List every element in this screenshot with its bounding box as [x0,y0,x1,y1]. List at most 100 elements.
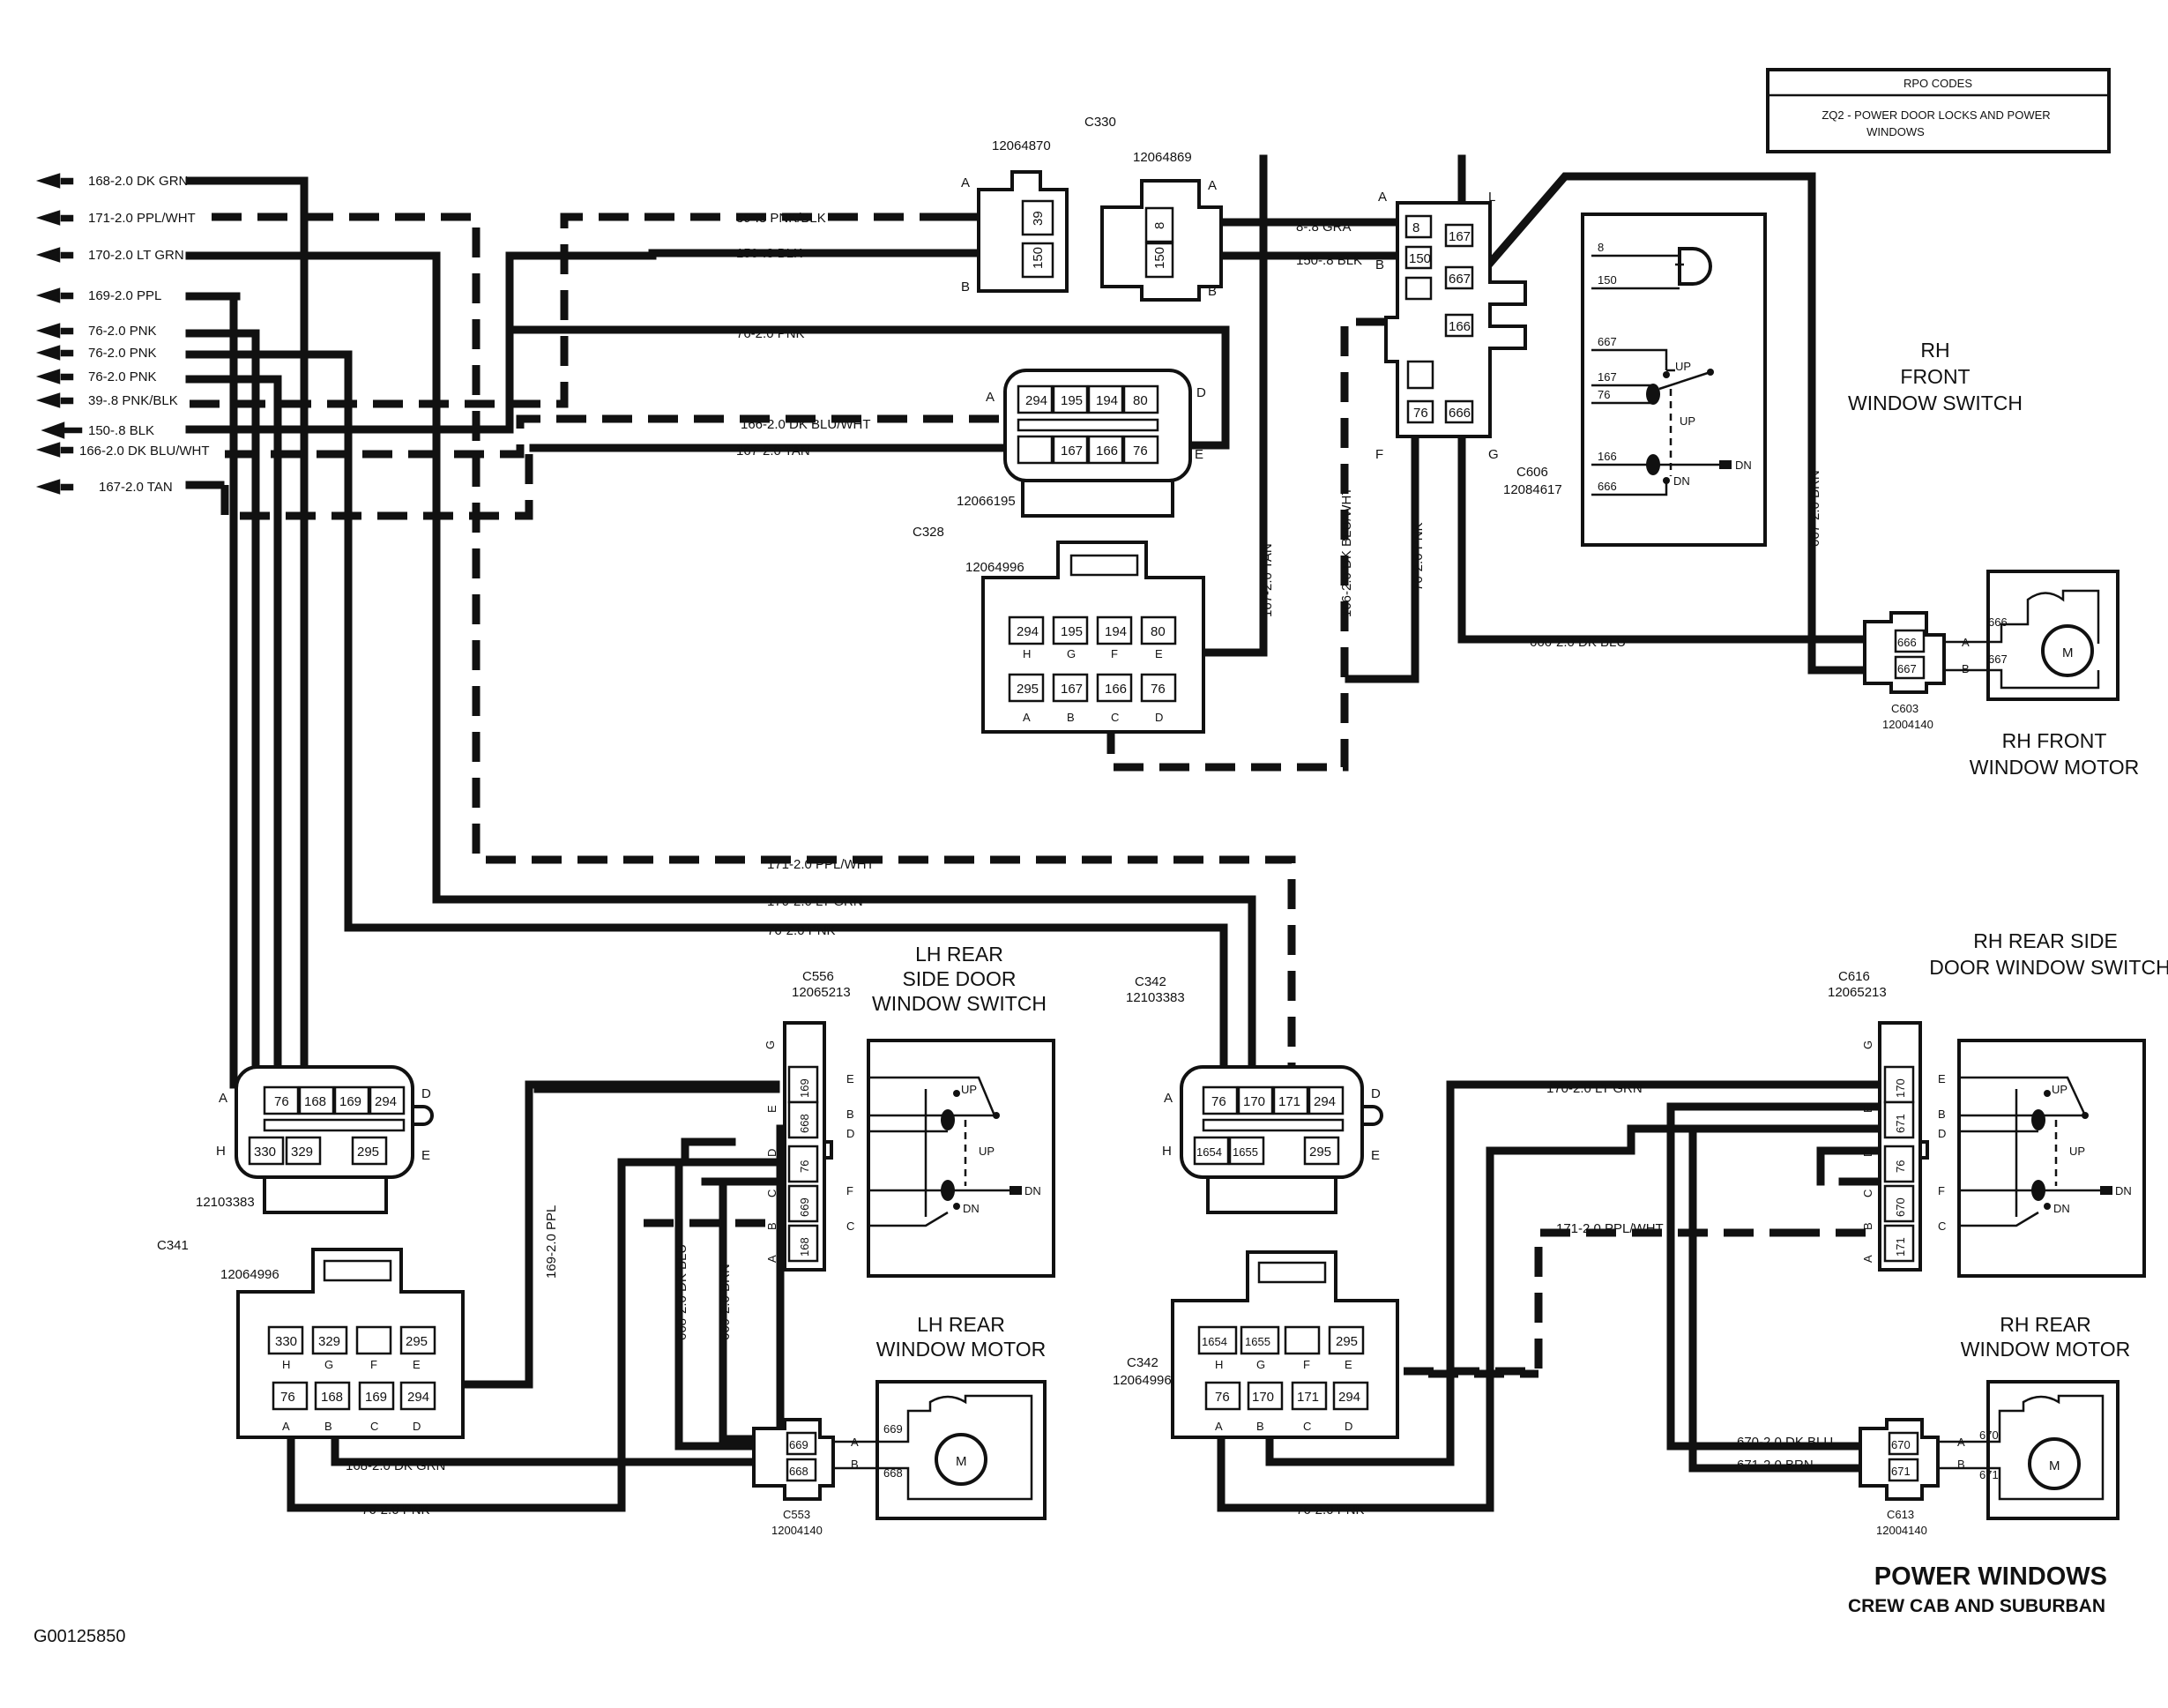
wire-label: 666-2.0 DK BLU [1530,635,1626,650]
svg-text:A: A [1164,1091,1173,1106]
svg-text:DN: DN [963,1202,980,1215]
svg-text:B: B [1375,257,1384,272]
left-wire-label: 171-2.0 PPL/WHT [88,211,196,226]
wire-label: 166-2.0 DK BLU/WHT [1339,487,1354,617]
svg-text:L: L [1488,190,1495,205]
svg-text:RH REAR SIDE: RH REAR SIDE [1973,929,2118,952]
svg-text:H: H [282,1358,290,1371]
svg-text:D: D [1155,711,1163,724]
svg-text:168: 168 [304,1094,326,1109]
svg-text:D: D [1196,385,1206,400]
svg-text:C: C [765,1190,779,1197]
connector-c342-lower: C342 12064996 1654 1655 295 76 170 171 2… [1113,1250,1399,1439]
svg-text:171: 171 [1278,1094,1300,1109]
svg-text:670: 670 [1979,1428,1999,1442]
svg-text:WINDOW SWITCH: WINDOW SWITCH [872,992,1047,1015]
svg-text:1654: 1654 [1196,1145,1222,1159]
svg-text:167: 167 [1061,444,1083,459]
svg-text:UP: UP [1680,414,1695,428]
svg-text:UP: UP [961,1083,977,1096]
svg-text:295: 295 [1309,1145,1331,1160]
svg-text:76: 76 [1211,1094,1226,1109]
wire-label: 150-.8 BLK [1296,253,1362,268]
rpo-code-cont: WINDOWS [1866,125,1925,138]
svg-text:667: 667 [1598,335,1617,348]
svg-text:F: F [370,1358,377,1371]
svg-text:295: 295 [1017,682,1039,697]
svg-text:A: A [1215,1420,1223,1433]
svg-text:166: 166 [1096,444,1118,459]
svg-text:B: B [1208,284,1217,299]
svg-text:B: B [1957,1458,1965,1471]
connector-name: C553 [783,1508,810,1521]
svg-text:329: 329 [318,1334,340,1349]
svg-text:M: M [956,1454,967,1469]
svg-text:D: D [421,1086,431,1101]
svg-text:C: C [846,1219,854,1233]
left-wire-label: 169-2.0 PPL [88,288,161,303]
svg-text:330: 330 [275,1334,297,1349]
svg-text:169: 169 [339,1094,361,1109]
left-arrow-icons [35,173,83,495]
connector-name: C341 [157,1238,189,1253]
connector-c328-upper: 294 195 194 80 167 166 76 A D E 12066195… [913,369,1206,540]
part-number: 12064996 [220,1267,279,1282]
svg-text:B: B [1256,1420,1264,1433]
svg-text:669: 669 [798,1197,811,1217]
svg-text:H: H [216,1144,226,1159]
svg-text:666: 666 [1598,480,1617,493]
svg-text:DOOR WINDOW SWITCH: DOOR WINDOW SWITCH [1929,956,2168,979]
connector-c553: 669 668 A B C553 12004140 [752,1418,859,1537]
svg-text:H: H [1215,1358,1223,1371]
svg-text:667: 667 [1988,653,2008,666]
svg-text:DN: DN [1024,1184,1041,1197]
svg-text:168: 168 [798,1237,811,1257]
left-wire-label: 76-2.0 PNK [88,346,157,361]
part-number: 12064869 [1133,150,1192,165]
svg-text:C: C [1938,1219,1946,1233]
svg-text:RH: RH [1920,339,1949,362]
svg-text:194: 194 [1096,393,1118,408]
svg-text:669: 669 [789,1438,808,1451]
svg-text:B: B [1861,1222,1874,1230]
svg-text:E: E [1155,647,1163,660]
svg-text:E: E [1861,1105,1874,1113]
svg-text:H: H [1162,1144,1172,1159]
svg-text:RH REAR: RH REAR [2000,1313,2091,1336]
svg-text:FRONT: FRONT [1900,365,1970,388]
svg-text:A: A [1023,711,1031,724]
svg-text:B: B [1938,1108,1946,1121]
svg-text:670: 670 [1891,1438,1911,1451]
svg-text:D: D [846,1127,854,1140]
svg-text:169: 169 [798,1078,811,1098]
wire-label: 168-2.0 DK GRN [346,1458,445,1473]
connector-c341-upper: 76 168 169 294 330 329 295 A H D E 12103… [157,1065,434,1253]
connector-name: C342 [1135,974,1166,989]
svg-text:DN: DN [2115,1184,2132,1197]
svg-text:D: D [765,1149,779,1157]
svg-text:80: 80 [1151,624,1166,639]
part-number: 12065213 [792,985,851,1000]
svg-text:E: E [765,1105,779,1113]
svg-text:167: 167 [1598,370,1617,384]
rh-rear-switch-schematic: UP UP DN DN [1957,1039,2146,1278]
svg-text:A: A [282,1420,290,1433]
svg-text:E: E [1345,1358,1352,1371]
svg-text:294: 294 [1338,1390,1360,1405]
svg-text:330: 330 [254,1145,276,1160]
svg-text:D: D [1345,1420,1352,1433]
svg-text:39: 39 [1031,211,1046,226]
svg-text:1655: 1655 [1233,1145,1258,1159]
wire-label: 150-.8 BLK [736,246,802,261]
svg-text:195: 195 [1061,393,1083,408]
svg-text:669: 669 [883,1422,903,1436]
svg-text:150: 150 [1409,251,1431,266]
svg-text:DN: DN [1673,474,1690,488]
left-wire-label: 168-2.0 DK GRN [88,174,188,189]
svg-text:DN: DN [1735,459,1752,472]
svg-text:666: 666 [1897,636,1917,649]
rh-rear-switch-label: RH REAR SIDE DOOR WINDOW SWITCH [1929,929,2168,979]
svg-text:1654: 1654 [1202,1335,1227,1348]
svg-text:667: 667 [1897,662,1917,675]
svg-text:671: 671 [1979,1468,1999,1481]
